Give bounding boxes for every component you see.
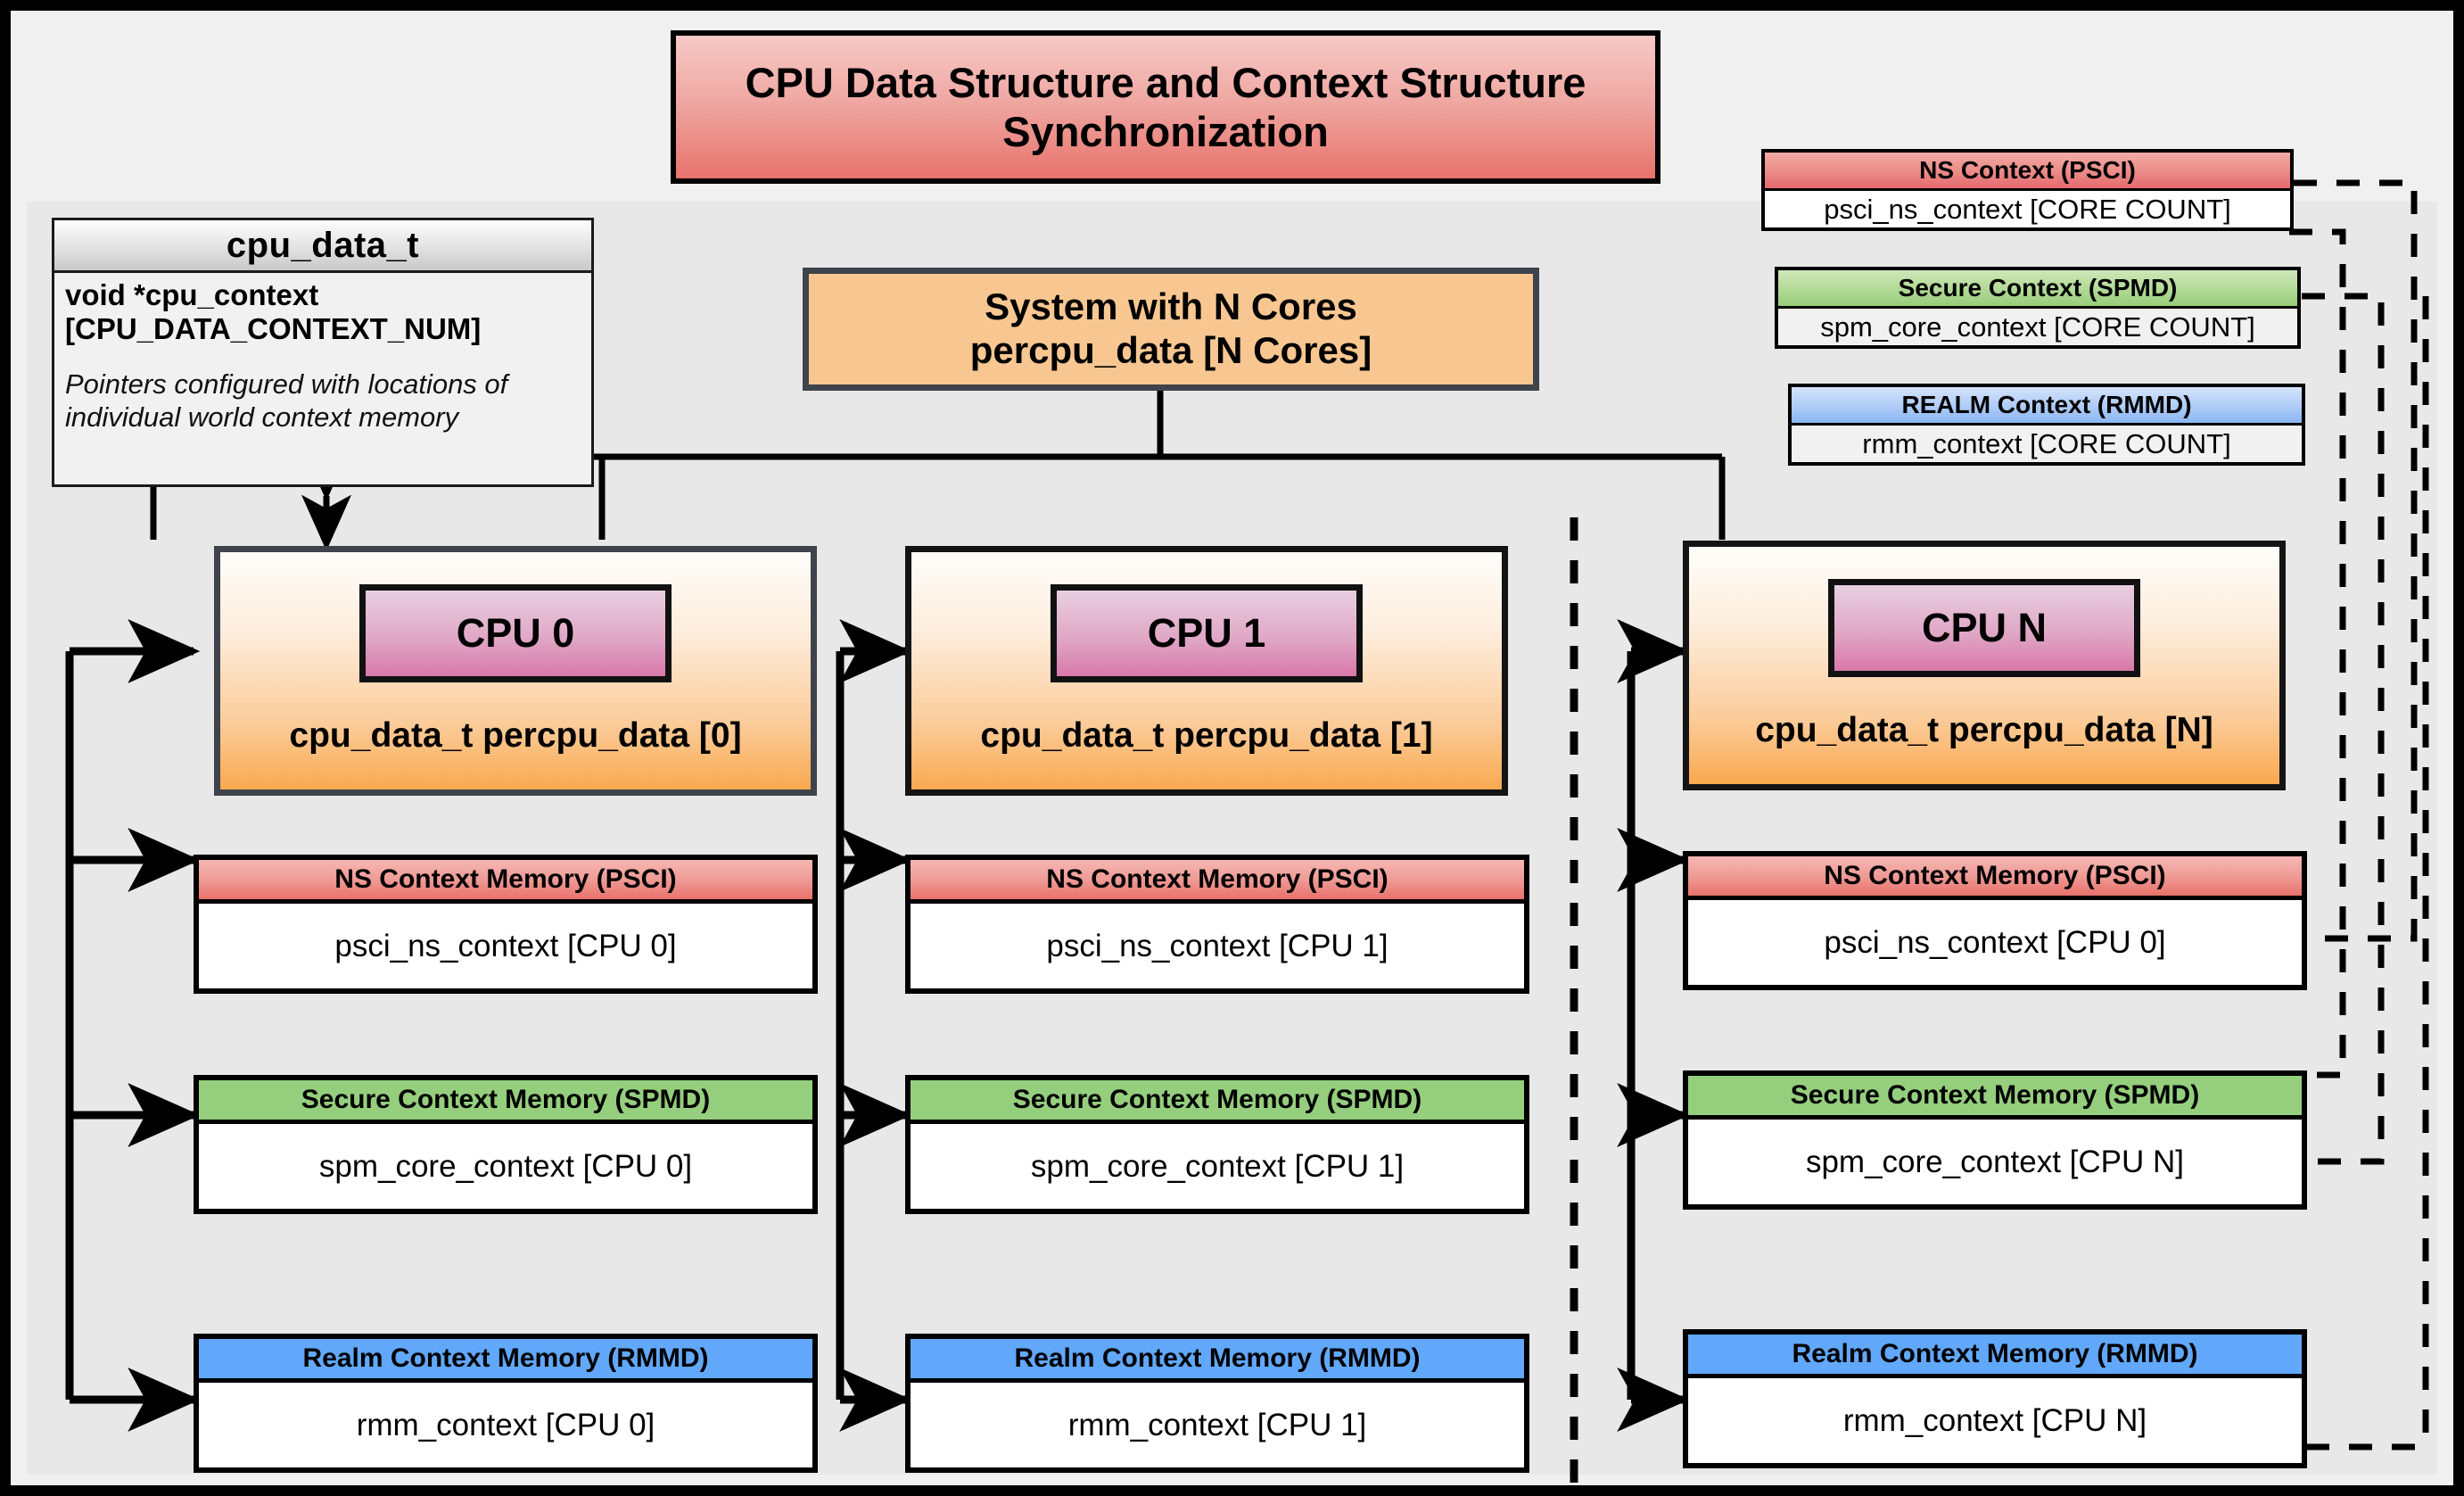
system-line-1: System with N Cores xyxy=(985,285,1357,328)
context-header-1-ns: NS Context Memory (PSCI) xyxy=(911,860,1524,904)
context-header-0-ns: NS Context Memory (PSCI) xyxy=(199,860,812,904)
cpu-box-0: CPU 0 cpu_data_t percpu_data [0] xyxy=(214,546,817,796)
context-body-0-secure: spm_core_context [CPU 0] xyxy=(318,1148,693,1184)
context-header-n-secure: Secure Context Memory (SPMD) xyxy=(1688,1076,2302,1120)
legend-realm-header: REALM Context (RMMD) xyxy=(1792,387,2302,426)
legend-secure-header: Secure Context (SPMD) xyxy=(1778,270,2297,309)
legend-ns-header: NS Context (PSCI) xyxy=(1765,153,2290,191)
context-body-n-realm: rmm_context [CPU N] xyxy=(1842,1402,2147,1438)
legend-realm-body: rmm_context [CORE COUNT] xyxy=(1792,426,2302,462)
legend-ns-body: psci_ns_context [CORE COUNT] xyxy=(1765,191,2290,227)
legend-card-realm: REALM Context (RMMD) rmm_context [CORE C… xyxy=(1788,384,2305,466)
cpu-caption-n: cpu_data_t percpu_data [N] xyxy=(1755,711,2213,749)
context-card-n-secure: Secure Context Memory (SPMD) spm_core_co… xyxy=(1683,1070,2307,1210)
context-header-1-realm: Realm Context Memory (RMMD) xyxy=(911,1339,1524,1383)
context-card-n-ns: NS Context Memory (PSCI) psci_ns_context… xyxy=(1683,851,2307,990)
legend-card-ns: NS Context (PSCI) psci_ns_context [CORE … xyxy=(1761,149,2294,231)
cpu-data-t-struct-box: cpu_data_t void *cpu_context [CPU_DATA_C… xyxy=(52,218,594,487)
cpu-box-n: CPU N cpu_data_t percpu_data [N] xyxy=(1683,541,2286,790)
cpu-box-1: CPU 1 cpu_data_t percpu_data [1] xyxy=(905,546,1508,796)
cpu-caption-0: cpu_data_t percpu_data [0] xyxy=(289,716,742,755)
cpu-chip-1: CPU 1 xyxy=(1051,584,1363,682)
cpu-data-t-note: Pointers configured with locations of in… xyxy=(65,368,508,433)
context-card-1-realm: Realm Context Memory (RMMD) rmm_context … xyxy=(905,1334,1529,1473)
context-header-0-realm: Realm Context Memory (RMMD) xyxy=(199,1339,812,1383)
context-header-n-realm: Realm Context Memory (RMMD) xyxy=(1688,1335,2302,1378)
context-body-0-realm: rmm_context [CPU 0] xyxy=(356,1407,655,1442)
legend-secure-body: spm_core_context [CORE COUNT] xyxy=(1778,309,2297,345)
context-card-1-ns: NS Context Memory (PSCI) psci_ns_context… xyxy=(905,855,1529,994)
context-body-1-secure: spm_core_context [CPU 1] xyxy=(1030,1148,1405,1184)
system-line-2: percpu_data [N Cores] xyxy=(969,329,1372,371)
system-n-cores-box: System with N Cores percpu_data [N Cores… xyxy=(803,268,1539,391)
cpu-chip-n: CPU N xyxy=(1828,579,2140,677)
context-card-1-secure: Secure Context Memory (SPMD) spm_core_co… xyxy=(905,1075,1529,1214)
context-body-n-ns: psci_ns_context [CPU 0] xyxy=(1824,924,2166,960)
cpu-caption-1: cpu_data_t percpu_data [1] xyxy=(980,716,1433,755)
context-card-0-secure: Secure Context Memory (SPMD) spm_core_co… xyxy=(194,1075,818,1214)
context-body-0-ns: psci_ns_context [CPU 0] xyxy=(334,928,677,963)
context-card-0-realm: Realm Context Memory (RMMD) rmm_context … xyxy=(194,1334,818,1473)
context-card-n-realm: Realm Context Memory (RMMD) rmm_context … xyxy=(1683,1329,2307,1468)
context-header-1-secure: Secure Context Memory (SPMD) xyxy=(911,1080,1524,1124)
page-title: CPU Data Structure and Context Structure… xyxy=(671,30,1661,184)
context-body-n-secure: spm_core_context [CPU N] xyxy=(1805,1144,2185,1179)
context-body-1-realm: rmm_context [CPU 1] xyxy=(1067,1407,1367,1442)
cpu-data-t-title: cpu_data_t xyxy=(54,220,591,273)
context-card-0-ns: NS Context Memory (PSCI) psci_ns_context… xyxy=(194,855,818,994)
context-header-0-secure: Secure Context Memory (SPMD) xyxy=(199,1080,812,1124)
legend-card-secure: Secure Context (SPMD) spm_core_context [… xyxy=(1775,267,2301,349)
cpu-data-t-field: void *cpu_context [CPU_DATA_CONTEXT_NUM] xyxy=(65,278,482,345)
context-header-n-ns: NS Context Memory (PSCI) xyxy=(1688,856,2302,900)
context-body-1-ns: psci_ns_context [CPU 1] xyxy=(1046,928,1389,963)
cpu-chip-0: CPU 0 xyxy=(359,584,672,682)
